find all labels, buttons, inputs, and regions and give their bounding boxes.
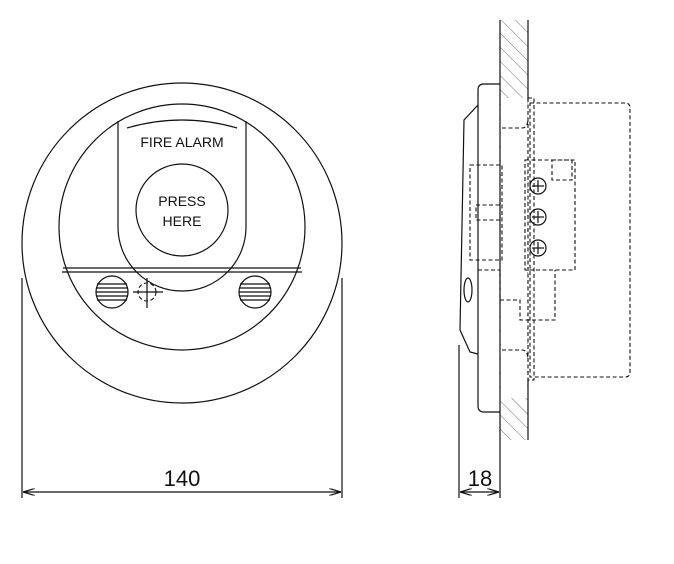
width-dimension: 140 bbox=[21, 278, 343, 498]
side-view: 18 bbox=[458, 20, 631, 498]
here-label: HERE bbox=[163, 213, 202, 229]
vent-left-icon bbox=[95, 275, 129, 309]
window-arc bbox=[126, 119, 238, 129]
terminal-screw-icon bbox=[529, 177, 547, 257]
release-tab bbox=[463, 277, 473, 303]
press-button bbox=[135, 163, 229, 257]
label-window bbox=[117, 121, 247, 292]
front-view: FIRE ALARM PRESS HERE 140 bbox=[21, 82, 343, 498]
vent-right-icon bbox=[238, 275, 272, 309]
device-plate bbox=[477, 83, 500, 413]
inner-ring bbox=[58, 103, 306, 351]
press-label: PRESS bbox=[158, 193, 205, 209]
wall-section bbox=[499, 20, 529, 440]
outer-bezel bbox=[21, 82, 343, 404]
backbox bbox=[529, 102, 631, 378]
screw-crosshair-icon bbox=[133, 278, 163, 308]
depth-value: 18 bbox=[468, 466, 492, 491]
fire-alarm-label: FIRE ALARM bbox=[140, 134, 223, 150]
width-value: 140 bbox=[164, 466, 201, 491]
depth-dimension: 18 bbox=[458, 345, 501, 498]
device-cover bbox=[459, 104, 479, 355]
